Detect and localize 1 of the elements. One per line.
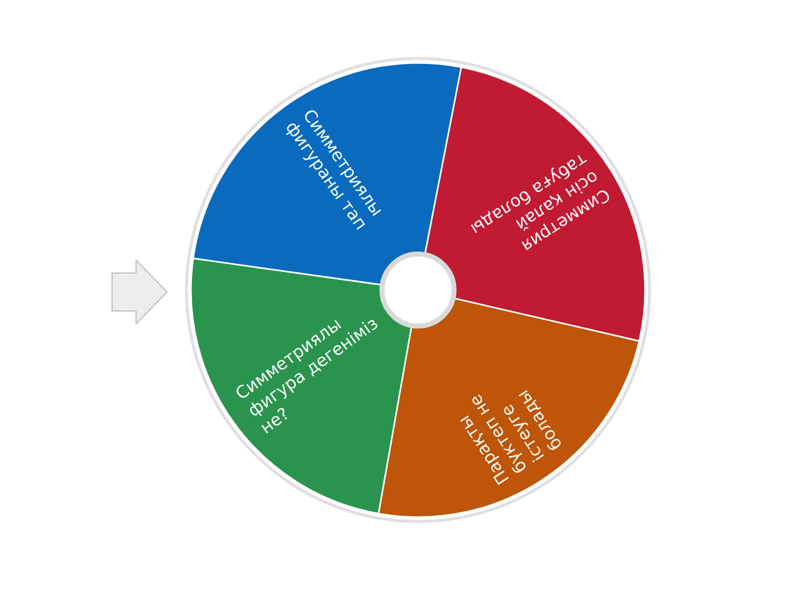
hub-circle (380, 252, 456, 328)
